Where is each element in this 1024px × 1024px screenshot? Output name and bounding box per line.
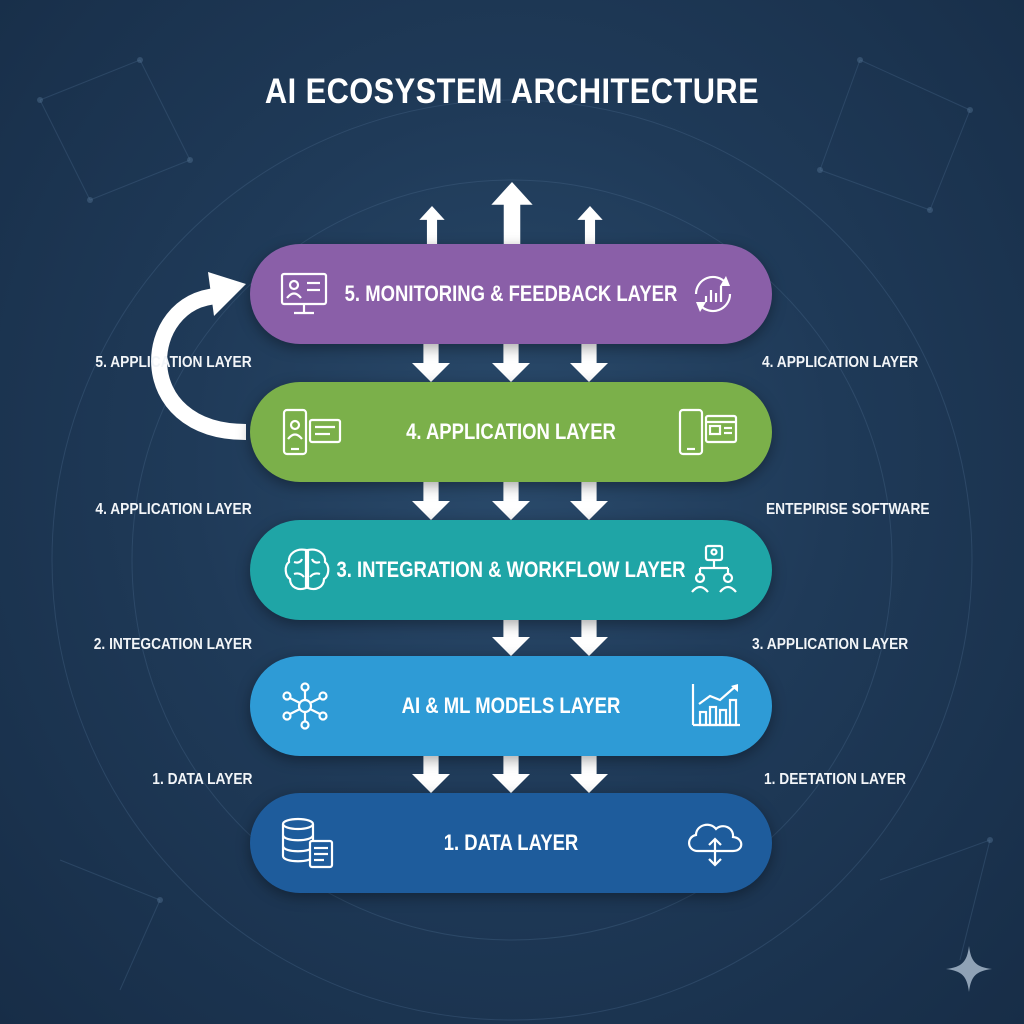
layer-label: AI & ML MODELS LAYER xyxy=(401,693,621,718)
database-document-icon xyxy=(281,817,334,869)
layer-ai-ml-models: AI & ML MODELS LAYER xyxy=(250,656,772,756)
layer-label: 5. MONITORING & FEEDBACK LAYER xyxy=(344,281,678,306)
side-label-left-4: 1. DATA LAYER xyxy=(151,771,252,788)
sparkle-icon xyxy=(946,946,992,992)
down-arrows-4 xyxy=(412,755,608,793)
side-label-right-1: 4. APPLICATION LAYER xyxy=(762,354,919,371)
layer-label: 1. DATA LAYER xyxy=(443,830,579,855)
monitor-user-icon xyxy=(280,272,328,315)
layer-label: 3. INTEGRATION & WORKFLOW LAYER xyxy=(336,557,686,582)
curved-arrow-icon xyxy=(151,272,247,440)
down-arrows-2 xyxy=(412,482,608,520)
side-label-right-2: ENTEPIRISE SOFTWARE xyxy=(766,501,930,518)
up-arrows xyxy=(419,182,603,244)
side-label-left-1: 5. APPLICATION LAYER xyxy=(95,354,252,371)
mobile-card-icon xyxy=(282,408,342,456)
down-arrows-1 xyxy=(412,344,608,382)
side-label-right-3: 3. APPLICATION LAYER xyxy=(752,636,909,653)
layer-monitoring-feedback: 5. MONITORING & FEEDBACK LAYER xyxy=(250,244,772,344)
side-label-left-3: 2. INTEGCATION LAYER xyxy=(93,636,252,653)
down-arrows-3 xyxy=(492,618,608,656)
workflow-users-icon xyxy=(691,544,737,593)
side-label-right-4: 1. DEETATION LAYER xyxy=(764,771,906,788)
layer-application: 4. APPLICATION LAYER xyxy=(250,382,772,482)
brain-icon xyxy=(284,548,330,591)
cloud-sync-icon xyxy=(688,823,743,867)
layer-integration-workflow: 3. INTEGRATION & WORKFLOW LAYER xyxy=(250,520,772,620)
refresh-chart-icon xyxy=(694,275,732,313)
diagram-title: AI ECOSYSTEM ARCHITECTURE xyxy=(264,72,760,111)
phone-browser-icon xyxy=(678,408,738,456)
growth-chart-icon xyxy=(691,684,740,727)
side-label-left-2: 4. APPLICATION LAYER xyxy=(95,501,252,518)
layer-label: 4. APPLICATION LAYER xyxy=(406,419,616,444)
layer-data: 1. DATA LAYER xyxy=(250,793,772,893)
network-nodes-icon xyxy=(282,682,328,730)
